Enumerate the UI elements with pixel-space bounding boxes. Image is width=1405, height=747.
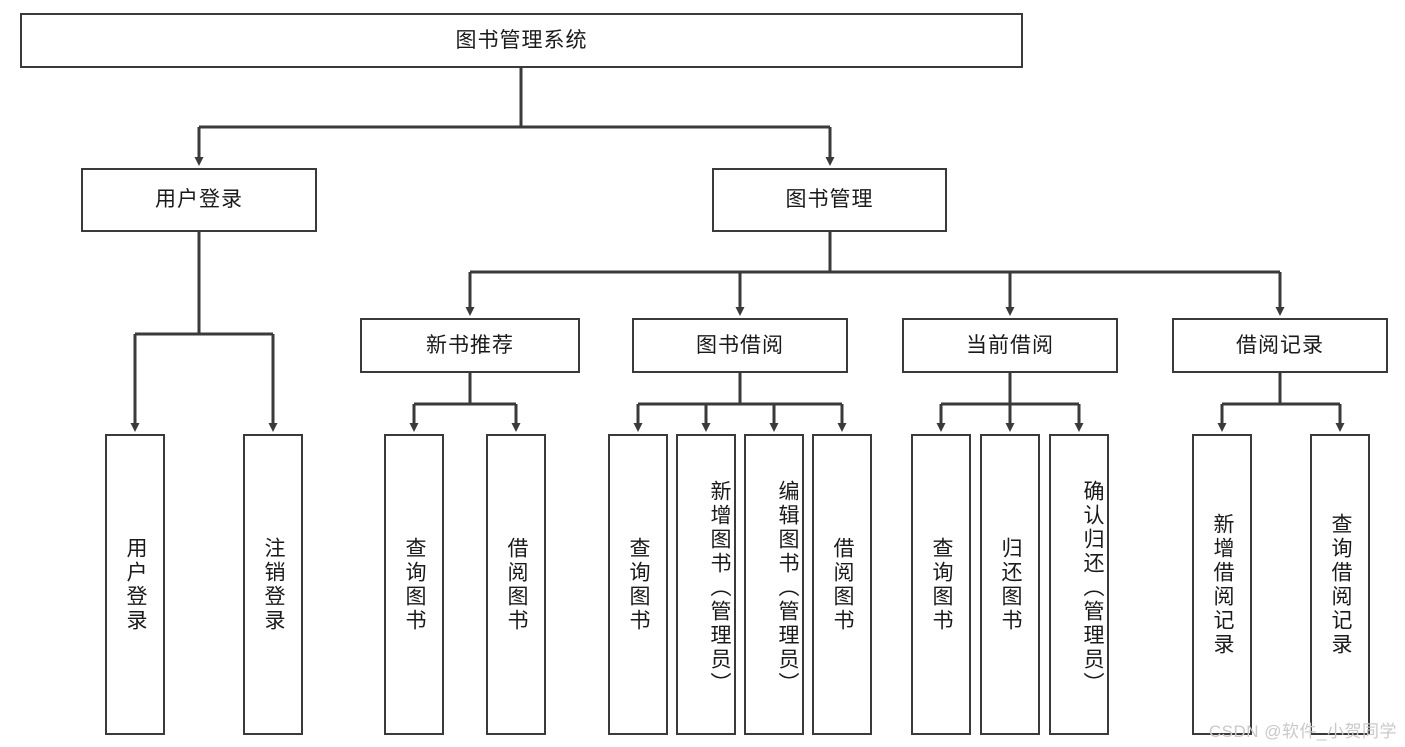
node-label: 查询图书: [627, 536, 650, 633]
node-label: 用户登录: [155, 188, 243, 212]
node-label: 借阅图书: [831, 536, 854, 633]
node-new-book-recommend[interactable]: 新书推荐: [360, 318, 580, 373]
leaf-borrow-add-book-admin[interactable]: 新增图书（管理员）: [676, 434, 736, 735]
leaf-record-query-record[interactable]: 查询借阅记录: [1310, 434, 1370, 735]
node-label: 确认归还（管理员）: [1081, 479, 1104, 696]
node-borrow-record[interactable]: 借阅记录: [1172, 318, 1388, 373]
leaf-current-query-book[interactable]: 查询图书: [911, 434, 971, 735]
node-label: 图书管理: [785, 188, 874, 212]
node-label: 注销登录: [262, 536, 285, 633]
leaf-recommend-borrow-book[interactable]: 借阅图书: [486, 434, 546, 735]
node-book-management[interactable]: 图书管理: [712, 168, 947, 232]
node-label: 编辑图书（管理员）: [776, 479, 799, 696]
node-label: 图书管理系统: [455, 28, 588, 52]
node-label: 查询图书: [403, 536, 426, 633]
node-label: 新增图书（管理员）: [708, 479, 731, 696]
node-label: 借阅记录: [1236, 333, 1324, 357]
leaf-borrow-borrow-book[interactable]: 借阅图书: [812, 434, 872, 735]
leaf-borrow-edit-book-admin[interactable]: 编辑图书（管理员）: [744, 434, 804, 735]
leaf-current-confirm-return-admin[interactable]: 确认归还（管理员）: [1049, 434, 1109, 735]
node-label: 查询借阅记录: [1329, 512, 1352, 657]
csdn-watermark: CSDN @软件_小贺同学: [1208, 722, 1397, 741]
node-label: 新增借阅记录: [1211, 512, 1234, 657]
node-root-system[interactable]: 图书管理系统: [20, 13, 1023, 68]
node-user-login[interactable]: 用户登录: [81, 168, 317, 232]
node-label: 查询图书: [930, 536, 953, 633]
leaf-user-login-logout[interactable]: 注销登录: [243, 434, 303, 735]
node-label: 当前借阅: [966, 333, 1054, 357]
leaf-current-return-book[interactable]: 归还图书: [980, 434, 1040, 735]
leaf-borrow-query-book[interactable]: 查询图书: [608, 434, 668, 735]
leaf-user-login-login[interactable]: 用户登录: [105, 434, 165, 735]
node-label: 图书借阅: [696, 333, 784, 357]
leaf-recommend-query-book[interactable]: 查询图书: [384, 434, 444, 735]
node-book-borrow[interactable]: 图书借阅: [632, 318, 848, 373]
node-label: 归还图书: [999, 536, 1022, 633]
node-label: 借阅图书: [505, 536, 528, 633]
leaf-record-add-record[interactable]: 新增借阅记录: [1192, 434, 1252, 735]
node-current-borrow[interactable]: 当前借阅: [902, 318, 1118, 373]
node-label: 用户登录: [124, 536, 147, 633]
node-label: 新书推荐: [426, 333, 514, 357]
